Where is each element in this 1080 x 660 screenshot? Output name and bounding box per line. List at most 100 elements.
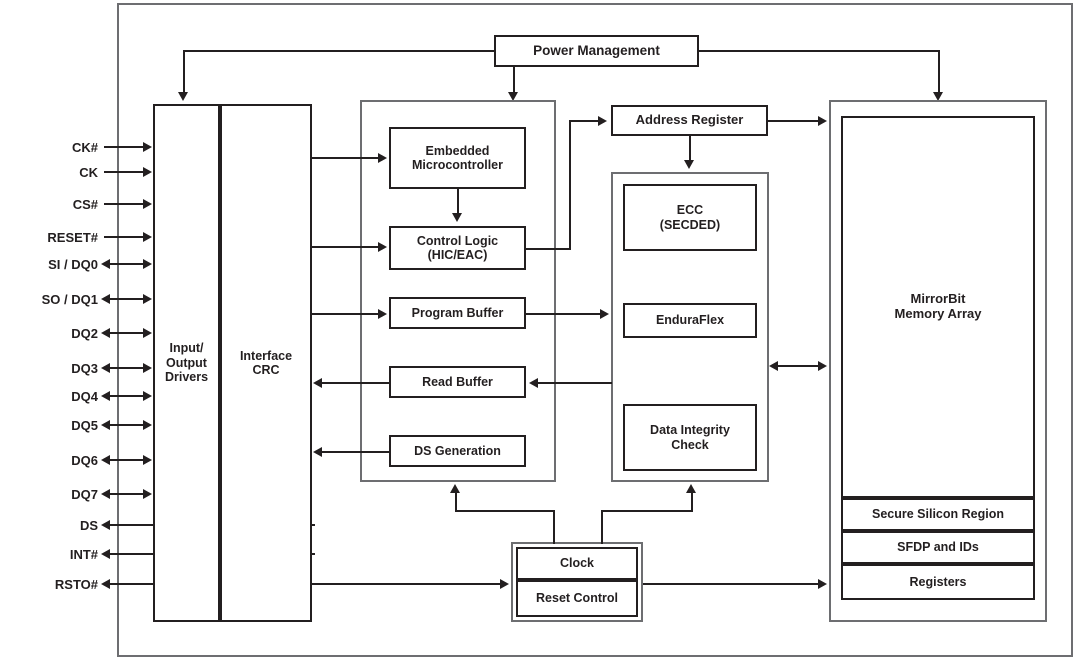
block-sfdp-and-ids[interactable]: SFDP and IDs (841, 531, 1035, 564)
signal-label-ck-hash: CK# (71, 140, 98, 155)
signal-label-ds: DS (79, 518, 98, 533)
wire-pm-to-array-v (938, 50, 940, 94)
arrow-rsto-hash-out (101, 579, 110, 589)
signal-label-so-dq1: SO / DQ1 (41, 292, 98, 307)
block-registers[interactable]: Registers (841, 564, 1035, 600)
arrow-clock-to-registers (818, 579, 827, 589)
ecc-container (611, 172, 769, 482)
wire-clock-right-v1 (601, 510, 603, 544)
signal-label-cs-hash: CS# (72, 197, 98, 212)
block-power-management[interactable]: Power Management (494, 35, 699, 67)
block-ds-generation[interactable]: DS Generation (389, 435, 526, 467)
wire-si-dq0 (110, 263, 146, 265)
wire-read-buffer-to-io (322, 382, 390, 384)
block-clock[interactable]: Clock (516, 547, 638, 580)
wire-clock-left-v1 (553, 510, 555, 544)
control-logic-line-2: (HIC/EAC) (427, 248, 488, 262)
wire-pm-to-array-h (697, 50, 940, 52)
mirrorbit-line-1: MirrorBit (910, 291, 966, 307)
signal-label-dq6: DQ6 (71, 453, 98, 468)
block-interface-crc[interactable]: Interface CRC (220, 104, 312, 622)
arrow-dq6-out (101, 455, 110, 465)
wire-io-to-clock (312, 583, 502, 585)
wire-ck (104, 171, 146, 173)
block-enduraflex[interactable]: EnduraFlex (623, 303, 757, 338)
block-control-logic[interactable]: Control Logic (HIC/EAC) (389, 226, 526, 270)
wire-dq2 (110, 332, 146, 334)
block-read-buffer[interactable]: Read Buffer (389, 366, 526, 398)
embedded-mcu-line-1: Embedded (425, 143, 490, 158)
wire-ck-hash (104, 146, 146, 148)
arrow-ar-to-array (818, 116, 827, 126)
wire-cs-hash (104, 203, 146, 205)
wire-io-to-control-logic (312, 246, 380, 248)
arrow-reset-hash-in (143, 232, 152, 242)
dic-line-2: Check (671, 437, 709, 452)
arrow-so-dq1-out (101, 294, 110, 304)
arrow-array-to-ecc (769, 361, 778, 371)
arrow-io-to-control-logic (378, 242, 387, 252)
arrow-io-to-clock (500, 579, 509, 589)
arrow-ecc-to-array (818, 361, 827, 371)
arrow-pm-to-control (508, 92, 518, 101)
wire-ar-to-ecc (689, 136, 691, 162)
arrow-program-buffer-to-ecc (600, 309, 609, 319)
arrow-clock-to-control-container (450, 484, 460, 493)
arrow-so-dq1-in (143, 294, 152, 304)
wire-control-to-ar-h2 (569, 120, 599, 122)
block-program-buffer[interactable]: Program Buffer (389, 297, 526, 329)
ecc-line-1: ECC (676, 203, 704, 218)
io-drivers-line-3: Drivers (164, 370, 209, 385)
arrow-dq3-in (143, 363, 152, 373)
wire-clock-right-h (601, 510, 693, 512)
interface-crc-line-1: Interface (239, 348, 293, 363)
arrow-pm-to-array (933, 92, 943, 101)
wire-pm-to-control-v (513, 66, 515, 94)
arrow-dq4-out (101, 391, 110, 401)
arrow-io-to-mcu (378, 153, 387, 163)
dic-line-1: Data Integrity (650, 423, 730, 438)
control-container (360, 100, 556, 482)
arrow-dq5-in (143, 420, 152, 430)
wire-io-to-program-buffer (312, 313, 380, 315)
block-secure-silicon-region[interactable]: Secure Silicon Region (841, 498, 1035, 531)
wire-clock-left-v2 (455, 492, 457, 512)
wire-dq6 (110, 459, 146, 461)
wire-control-to-ar-v (569, 120, 571, 250)
wire-dq7 (110, 493, 146, 495)
wire-dq3 (110, 367, 146, 369)
arrow-dq6-in (143, 455, 152, 465)
mirrorbit-line-2: Memory Array (894, 306, 982, 321)
arrow-clock-to-ecc-container (686, 484, 696, 493)
wire-mcu-to-control-logic (457, 189, 459, 215)
block-mirrorbit-memory-array[interactable]: MirrorBit Memory Array (841, 116, 1035, 498)
signal-label-rsto-hash: RSTO# (54, 577, 98, 592)
block-data-integrity-check[interactable]: Data Integrity Check (623, 404, 757, 471)
block-io-drivers[interactable]: Input/ Output Drivers (153, 104, 220, 622)
control-logic-line-1: Control Logic (416, 233, 499, 248)
arrow-control-to-ar (598, 116, 607, 126)
arrow-dq2-out (101, 328, 110, 338)
arrow-ck-hash-in (143, 142, 152, 152)
signal-label-dq5: DQ5 (71, 418, 98, 433)
io-drivers-line-2: Output (166, 355, 207, 370)
arrow-si-dq0-in (143, 259, 152, 269)
wire-ecc-to-read-buffer (538, 382, 612, 384)
block-reset-control[interactable]: Reset Control (516, 580, 638, 617)
arrow-ar-to-ecc (684, 160, 694, 169)
interface-crc-line-2: CRC (252, 363, 280, 377)
arrow-dq7-in (143, 489, 152, 499)
block-embedded-microcontroller[interactable]: Embedded Microcontroller (389, 127, 526, 189)
arrow-dq2-in (143, 328, 152, 338)
wire-reset-hash (104, 236, 146, 238)
wire-io-to-mcu (312, 157, 380, 159)
ecc-line-2: (SECDED) (659, 217, 721, 232)
arrow-io-to-program-buffer (378, 309, 387, 319)
arrow-int-hash-out (101, 549, 110, 559)
block-address-register[interactable]: Address Register (611, 105, 768, 136)
arrow-mcu-to-control-logic (452, 213, 462, 222)
wire-pm-to-io-h (183, 50, 496, 52)
signal-label-si-dq0: SI / DQ0 (48, 257, 98, 272)
signal-label-dq3: DQ3 (71, 361, 98, 376)
block-ecc-secded[interactable]: ECC (SECDED) (623, 184, 757, 251)
